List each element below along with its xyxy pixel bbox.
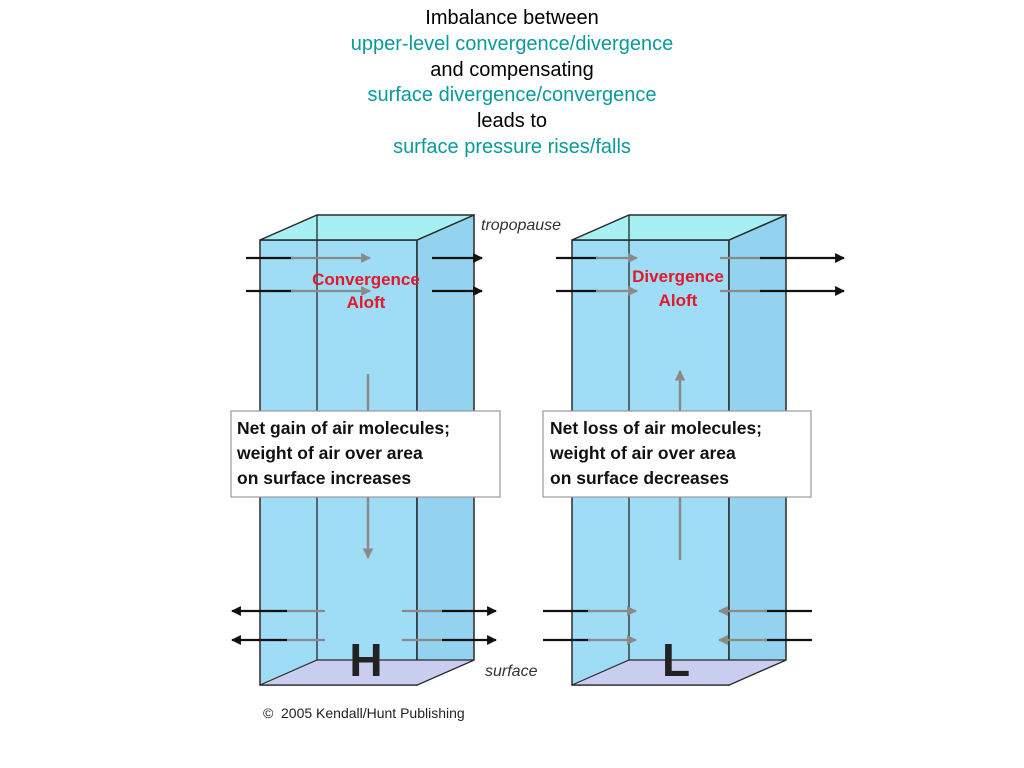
right-column-bottom-face	[571, 659, 787, 686]
right-note-line-1: Net loss of air molecules;	[550, 418, 762, 438]
right-column-top-face	[571, 214, 787, 241]
title-line-2: upper-level convergence/divergence	[350, 32, 674, 55]
left-air-column: Convergence Aloft H Net gain of air mole…	[230, 213, 501, 687]
title-line-5: leads to	[476, 110, 548, 133]
left-note-line-2: weight of air over area	[236, 443, 423, 463]
left-column-top-face	[259, 214, 475, 241]
title-line-3: and compensating	[430, 58, 594, 81]
title-line-6: surface pressure rises/falls	[393, 135, 631, 158]
copyright-text: 2005 Kendall/Hunt Publishing	[281, 705, 465, 721]
surface-label: surface	[485, 663, 538, 680]
left-note-line-1: Net gain of air molecules;	[237, 418, 450, 438]
left-aloft-label-line-2: Aloft	[347, 293, 386, 312]
high-pressure-symbol: H	[349, 634, 382, 686]
title-line-1: Imbalance between	[425, 7, 599, 29]
copyright-symbol: ©	[263, 705, 274, 721]
left-column-bottom-face	[259, 659, 475, 686]
title-line-4: surface divergence/convergence	[367, 84, 657, 107]
right-aloft-label-line-2: Aloft	[659, 291, 698, 310]
tropopause-label: tropopause	[481, 217, 561, 234]
right-note-line-3: on surface decreases	[550, 468, 729, 488]
right-air-column: Divergence Aloft L Net loss of air molec…	[542, 213, 845, 687]
right-aloft-label-line-1: Divergence	[632, 267, 724, 286]
low-pressure-symbol: L	[662, 634, 690, 686]
title-block: Imbalance between upper-level convergenc…	[0, 6, 1024, 161]
left-note-box	[230, 410, 501, 498]
left-aloft-label-line-1: Convergence	[312, 270, 420, 289]
right-note-box	[542, 410, 812, 498]
left-note-line-3: on surface increases	[237, 468, 411, 488]
right-note-line-2: weight of air over area	[549, 443, 736, 463]
